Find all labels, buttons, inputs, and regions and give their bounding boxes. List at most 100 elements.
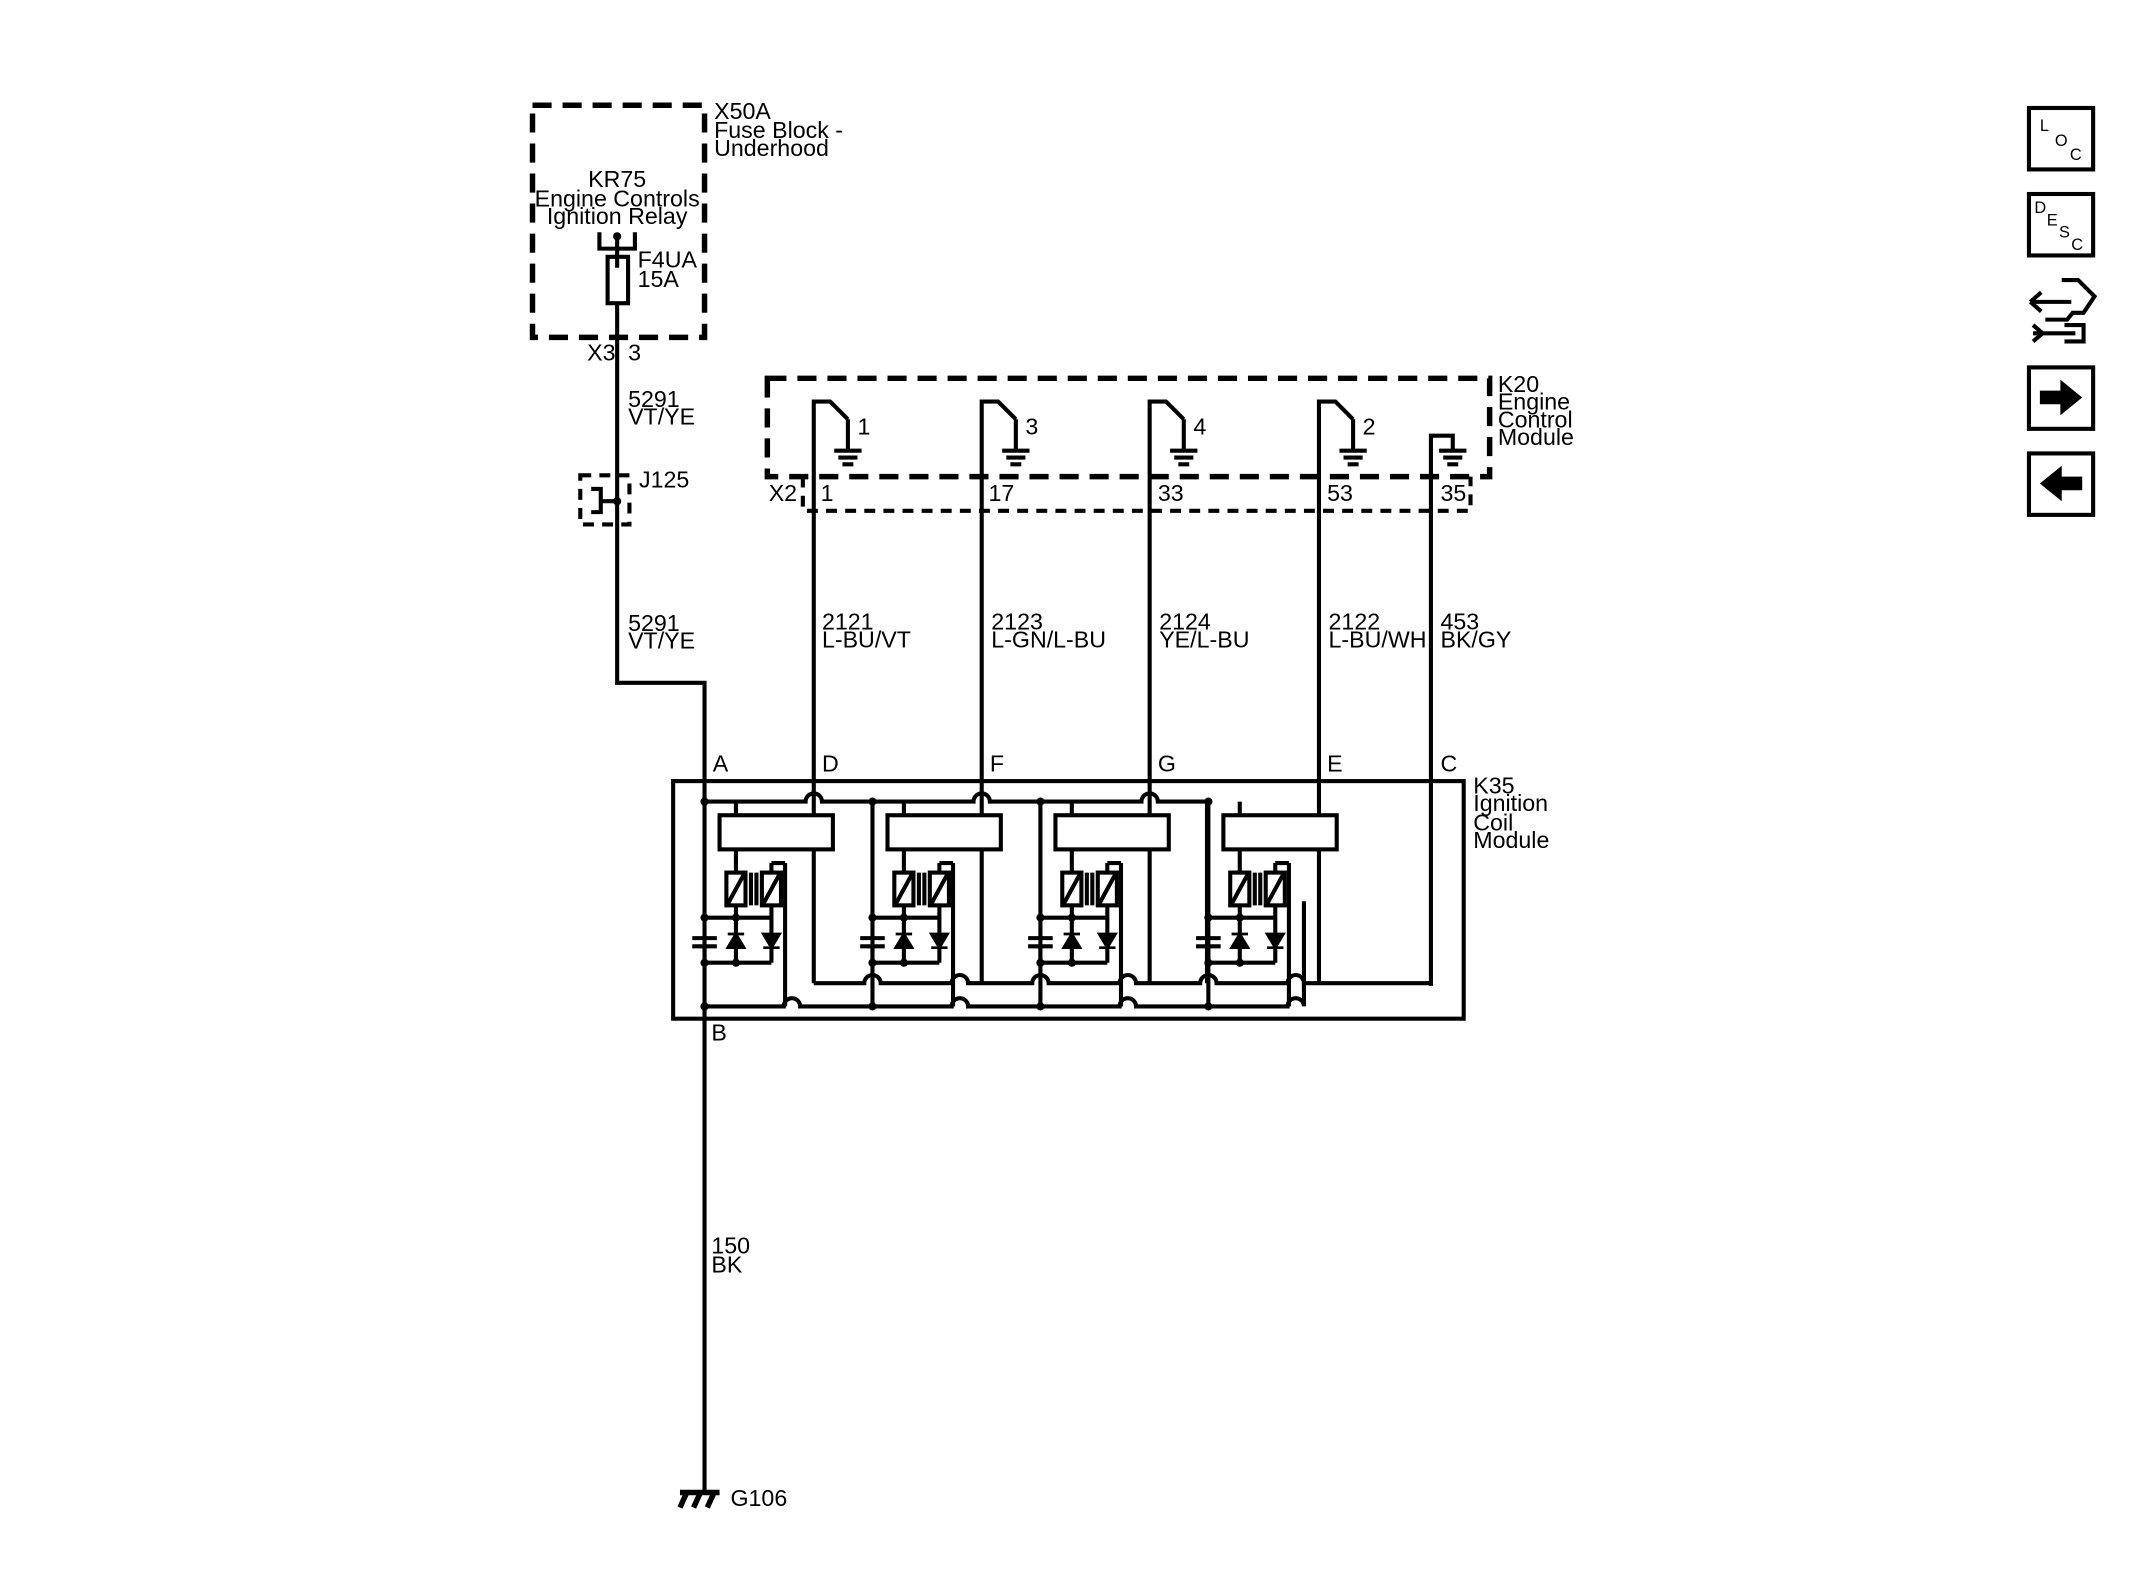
coil-channel-4-diode-b — [1264, 932, 1286, 951]
coil-channel-4-junction-2 — [1235, 913, 1244, 922]
coil-channel-1-winding-primary-mark — [725, 872, 746, 905]
loc-o: O — [2055, 132, 2068, 150]
coil-module-name-2: Coil — [1473, 809, 1513, 835]
coil-signal-bus — [813, 973, 1431, 986]
coil-module-name-3: Module — [1473, 827, 1549, 853]
coil-channel-4-bus-junction — [1204, 797, 1213, 806]
relay-name-2: Ignition Relay — [547, 203, 688, 229]
coil-channel-2-driver-block — [885, 813, 1003, 852]
coil-channel-4-junction-1 — [1204, 913, 1213, 922]
splice-outline — [578, 473, 632, 527]
coil-channel-1-junction-2 — [731, 913, 741, 922]
fuse-rating: 15A — [638, 266, 680, 292]
ecm-connector-outline — [800, 476, 1473, 513]
coil-channel-3-junction-4 — [1036, 958, 1045, 967]
coil-channel-4-core — [1252, 860, 1289, 906]
coil-channel-2-junction-4 — [868, 958, 877, 967]
fuse-block-connector: X3 — [587, 340, 615, 366]
coil-channel-3-junction-2 — [1067, 913, 1076, 922]
coil-module-name-1: Ignition — [1473, 790, 1548, 816]
coil-channel-4-driver-block — [1221, 813, 1339, 852]
pin-f: F — [990, 751, 1004, 777]
loc-l: L — [2040, 117, 2049, 135]
coil-channel-3-diode-b — [1096, 932, 1118, 951]
fuse-id: F4UA — [638, 247, 698, 273]
coil-channel-3-junction-1 — [1036, 913, 1045, 922]
wire-453-circuit: 453 — [1440, 609, 1479, 635]
wire-2122-circuit: 2122 — [1329, 609, 1381, 635]
wire-453-color: BK/GY — [1440, 626, 1511, 652]
driver-1-pin: 1 — [821, 480, 834, 506]
desc-button[interactable]: D E S C — [2026, 191, 2096, 258]
driver-1-label: 1 — [857, 413, 870, 439]
coil-power-bus — [704, 791, 1210, 984]
coil-channel-3-core — [1084, 860, 1121, 906]
connector-wrench-icon[interactable] — [2028, 277, 2098, 344]
coil-channels — [692, 797, 1339, 1011]
loc-c: C — [2070, 146, 2082, 164]
ecm-driver-3: 3 17 — [979, 399, 1038, 984]
coil-channel-2-diode-b — [928, 932, 950, 951]
coil-channel-2-winding-primary-mark — [893, 872, 914, 905]
pin-b: B — [711, 1020, 726, 1046]
driver-4-label: 4 — [1193, 413, 1206, 439]
loc-button[interactable]: L O C — [2026, 105, 2096, 172]
arrow-left-icon — [2039, 465, 2083, 502]
ecm-id: K20 — [1498, 371, 1539, 397]
coil-channel-1-junction-4 — [700, 958, 709, 967]
previous-button[interactable] — [2026, 451, 2096, 517]
relay-id: KR75 — [588, 166, 646, 192]
coil-channel-3-winding-secondary-mark — [1097, 872, 1118, 905]
next-button[interactable] — [2026, 365, 2096, 431]
arrow-right-icon — [2039, 379, 2083, 416]
coil-channel-1-junction-3 — [731, 958, 741, 967]
wire-2121-color: L-BU/VT — [822, 626, 911, 652]
driver-2-label: 2 — [1363, 413, 1376, 439]
coil-channel-3-bus-junction — [1036, 797, 1045, 806]
wire-5291-upper-circuit: 5291 — [628, 386, 680, 412]
coil-channel-4-winding-secondary-mark — [1265, 872, 1286, 905]
coil-channel-2-ground-junction — [868, 1002, 877, 1011]
driver-4-pin: 33 — [1158, 480, 1184, 506]
coil-channel-1-diode-a — [725, 931, 747, 950]
ecm-name-2: Control — [1498, 406, 1573, 432]
fuse-block-pin: 3 — [628, 340, 641, 366]
coil-channel-3-driver-block — [1053, 813, 1171, 852]
pin-g: G — [1158, 751, 1176, 777]
coil-channel-1-ground-junction — [700, 1002, 709, 1011]
coil-channel-2-junction-2 — [899, 913, 908, 922]
coil-channel-4-diode-a — [1229, 931, 1251, 950]
wire-2124-color: YE/L-BU — [1159, 626, 1249, 652]
desc-c: C — [2071, 236, 2083, 254]
coil-channel-2-bus-junction — [868, 797, 877, 806]
wire-2123-circuit: 2123 — [991, 609, 1043, 635]
driver-2-pin: 53 — [1327, 480, 1353, 506]
driver-3-pin: 17 — [989, 480, 1015, 506]
coil-channel-3-junction-3 — [1067, 958, 1076, 967]
ecm-driver-4: 4 33 — [1147, 399, 1206, 984]
wire-2123-color: L-GN/L-BU — [991, 626, 1106, 652]
coil-channel-4-junction-3 — [1235, 958, 1244, 967]
pin-e: E — [1327, 751, 1342, 777]
wire-5291-lower-circuit: 5291 — [628, 610, 680, 636]
coil-channel-3-diode-a — [1061, 931, 1083, 950]
wire-2121-circuit: 2121 — [822, 609, 874, 635]
splice-id: J125 — [639, 467, 689, 493]
coil-channel-2-junction-3 — [899, 958, 908, 967]
wire-2124-circuit: 2124 — [1159, 609, 1211, 635]
coil-channel-4-ground-junction — [1204, 1002, 1213, 1011]
relay-contact — [597, 232, 637, 268]
ecm-name-3: Module — [1498, 424, 1574, 450]
relay-name-1: Engine Controls — [535, 185, 700, 211]
coil-channel-2-diode-a — [893, 931, 915, 950]
ecm-ground: 35 — [1428, 433, 1467, 986]
coil-module-outline — [671, 779, 1466, 1021]
pin-d: D — [822, 751, 839, 777]
coil-channel-2-winding-secondary-mark — [929, 872, 950, 905]
coil-channel-1-junction-1 — [700, 913, 709, 922]
driver-3-label: 3 — [1025, 413, 1038, 439]
fuse-block-name-2: Underhood — [714, 135, 829, 161]
coil-channel-1-driver-block — [717, 813, 835, 852]
pin-c: C — [1440, 751, 1457, 777]
